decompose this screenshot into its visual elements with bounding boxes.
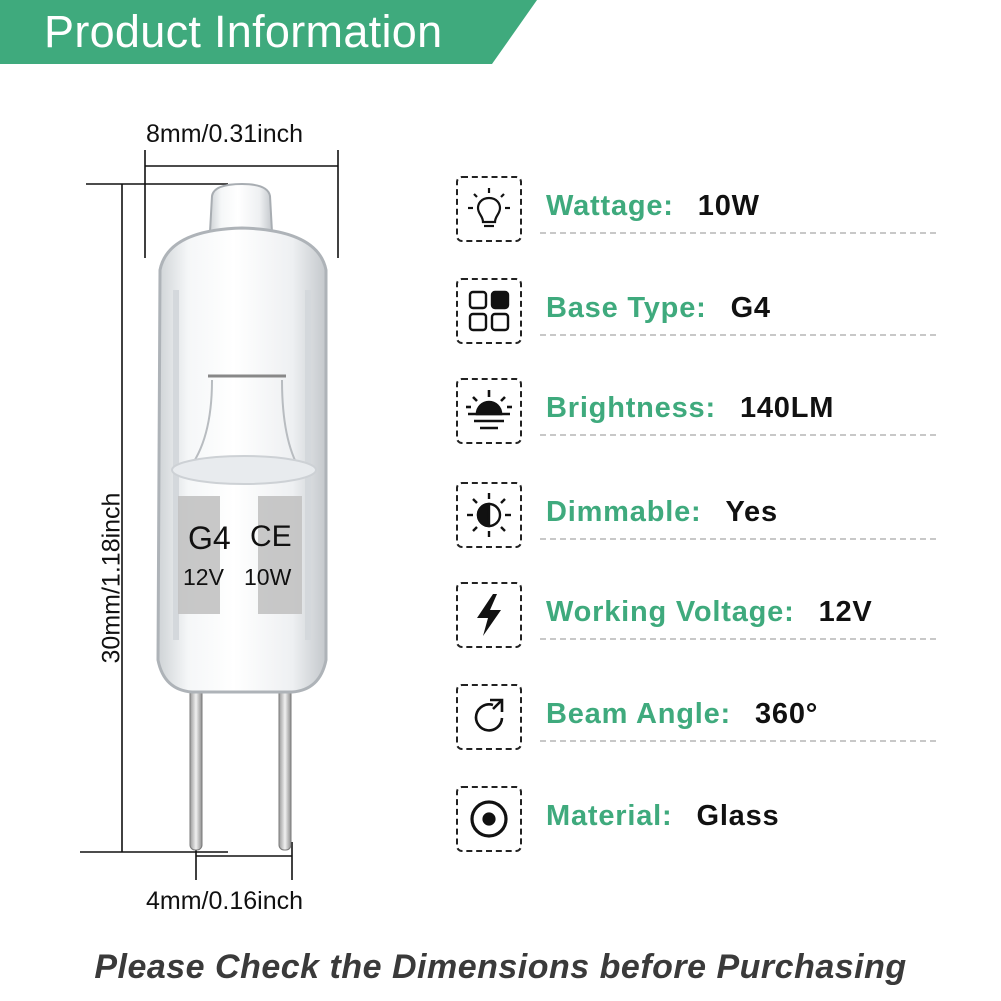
spec-label-dimmable: Dimmable: (546, 496, 702, 528)
lightning-bolt-icon (456, 582, 522, 648)
sunrise-icon (456, 378, 522, 444)
spec-row-brightness: Brightness: 140LM (456, 378, 936, 448)
bulb-print-base: G4 (188, 520, 231, 556)
rotate-arrow-icon (456, 684, 522, 750)
divider (540, 638, 936, 640)
spec-row-material: Material: Glass (456, 786, 936, 856)
glass-tip (208, 182, 274, 233)
spec-row-wattage: Wattage: 10W (456, 176, 936, 246)
light-bulb-icon (456, 176, 522, 242)
spec-row-beam-angle: Beam Angle: 360° (456, 684, 936, 754)
divider (540, 740, 936, 742)
divider (540, 334, 936, 336)
dimension-lines (80, 150, 339, 880)
spec-label-brightness: Brightness: (546, 392, 716, 424)
dimmable-sun-icon (456, 482, 522, 548)
spec-row-base-type: Base Type: G4 (456, 278, 936, 348)
dimension-top-width: 8mm/0.31inch (146, 120, 304, 148)
spec-row-working-voltage: Working Voltage: 12V (456, 582, 936, 652)
spec-value-beam-angle: 360° (754, 698, 819, 730)
divider (540, 232, 936, 234)
page-title: Product Information (44, 6, 443, 57)
divider (540, 434, 936, 436)
spec-value-brightness: 140LM (739, 392, 835, 424)
dimension-height: 30mm/1.18inch (97, 492, 126, 664)
spec-row-dimmable: Dimmable: Yes (456, 482, 936, 552)
spec-value-dimmable: Yes (725, 496, 778, 528)
bulb-print-voltage: 12V (183, 564, 224, 590)
spec-value-working-voltage: 12V (818, 596, 873, 628)
spec-label-beam-angle: Beam Angle: (546, 698, 731, 730)
bulb-print-ce: CE (250, 520, 292, 553)
footer-note: Please Check the Dimensions before Purch… (94, 948, 907, 986)
grid-squares-icon (456, 278, 522, 344)
spec-label-material: Material: (546, 800, 673, 832)
spec-value-wattage: 10W (697, 190, 760, 222)
spec-value-base-type: G4 (730, 292, 771, 324)
spec-value-material: Glass (696, 800, 780, 832)
dimension-pin-spacing: 4mm/0.16inch (146, 887, 304, 915)
spec-label-wattage: Wattage: (546, 190, 674, 222)
header-banner (0, 0, 537, 64)
spec-label-base-type: Base Type: (546, 292, 707, 324)
divider (540, 538, 936, 540)
target-circle-icon (456, 786, 522, 852)
bulb-print-wattage: 10W (244, 564, 292, 590)
spec-label-working-voltage: Working Voltage: (546, 596, 795, 628)
bulb-illustration (80, 150, 339, 880)
